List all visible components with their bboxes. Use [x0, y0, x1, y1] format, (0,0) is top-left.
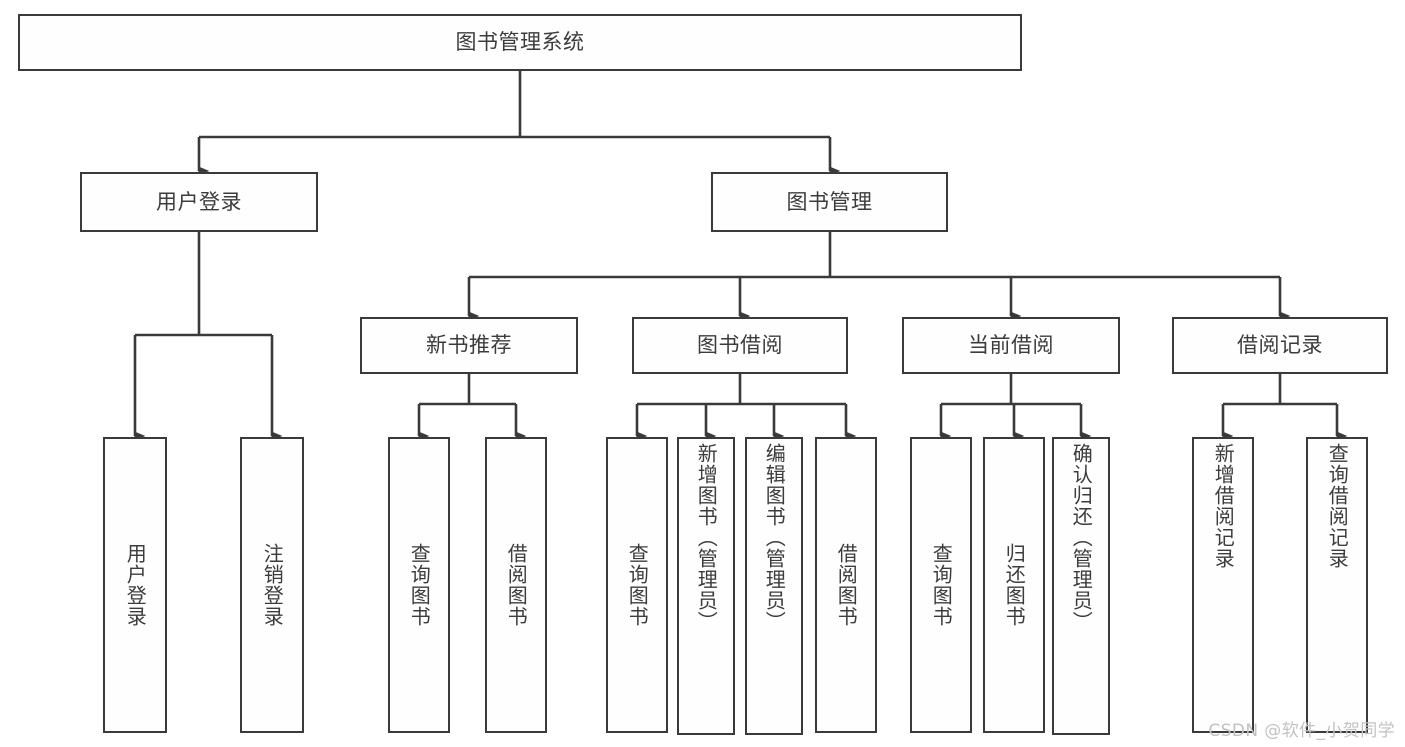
node-label: 查询图书	[625, 543, 650, 627]
node-label: 查询图书	[407, 543, 432, 627]
node-leaf-br-query[interactable]: 查询借阅记录	[1306, 437, 1368, 733]
node-label: 图书借阅	[697, 333, 783, 357]
node-label: 编辑图书（管理员）	[762, 443, 787, 632]
node-leaf-br-add[interactable]: 新增借阅记录	[1192, 437, 1254, 733]
node-label: 图书管理	[786, 189, 873, 214]
node-label: 用户登录	[123, 543, 148, 627]
node-leaf-cb-query[interactable]: 查询图书	[910, 437, 972, 733]
node-label: 确认归还（管理员）	[1069, 443, 1094, 632]
node-leaf-nbr-query[interactable]: 查询图书	[388, 437, 450, 733]
node-label: 当前借阅	[968, 333, 1054, 357]
node-label: 借阅记录	[1237, 333, 1323, 357]
node-leaf-nbr-borrow[interactable]: 借阅图书	[485, 437, 547, 733]
node-current-borrow[interactable]: 当前借阅	[902, 317, 1120, 374]
node-label: 查询借阅记录	[1325, 443, 1350, 569]
node-label: 图书管理系统	[455, 30, 585, 54]
node-new-book-rec[interactable]: 新书推荐	[360, 317, 578, 374]
node-book-manage[interactable]: 图书管理	[711, 172, 948, 232]
node-leaf-bb-borrow[interactable]: 借阅图书	[815, 437, 877, 733]
node-label: 新增图书（管理员）	[694, 443, 719, 632]
node-leaf-bb-add[interactable]: 新增图书（管理员）	[677, 437, 735, 735]
node-label: 用户登录	[156, 189, 242, 214]
node-book-borrow[interactable]: 图书借阅	[632, 317, 848, 374]
node-leaf-bb-query[interactable]: 查询图书	[606, 437, 668, 733]
node-label: 新增借阅记录	[1211, 443, 1236, 569]
node-root[interactable]: 图书管理系统	[18, 14, 1022, 71]
node-label: 查询图书	[929, 543, 954, 627]
node-leaf-cb-confirm[interactable]: 确认归还（管理员）	[1052, 437, 1110, 735]
node-label: 归还图书	[1002, 543, 1027, 627]
node-leaf-cb-return[interactable]: 归还图书	[983, 437, 1045, 733]
node-leaf-user-login[interactable]: 用户登录	[103, 437, 167, 733]
node-label: 借阅图书	[504, 543, 529, 627]
node-label: 注销登录	[260, 543, 285, 627]
node-user-login[interactable]: 用户登录	[80, 172, 318, 232]
node-leaf-user-logout[interactable]: 注销登录	[240, 437, 304, 733]
node-borrow-record[interactable]: 借阅记录	[1172, 317, 1388, 374]
node-leaf-bb-edit[interactable]: 编辑图书（管理员）	[745, 437, 803, 735]
node-label: 新书推荐	[426, 333, 512, 357]
node-label: 借阅图书	[834, 543, 859, 627]
